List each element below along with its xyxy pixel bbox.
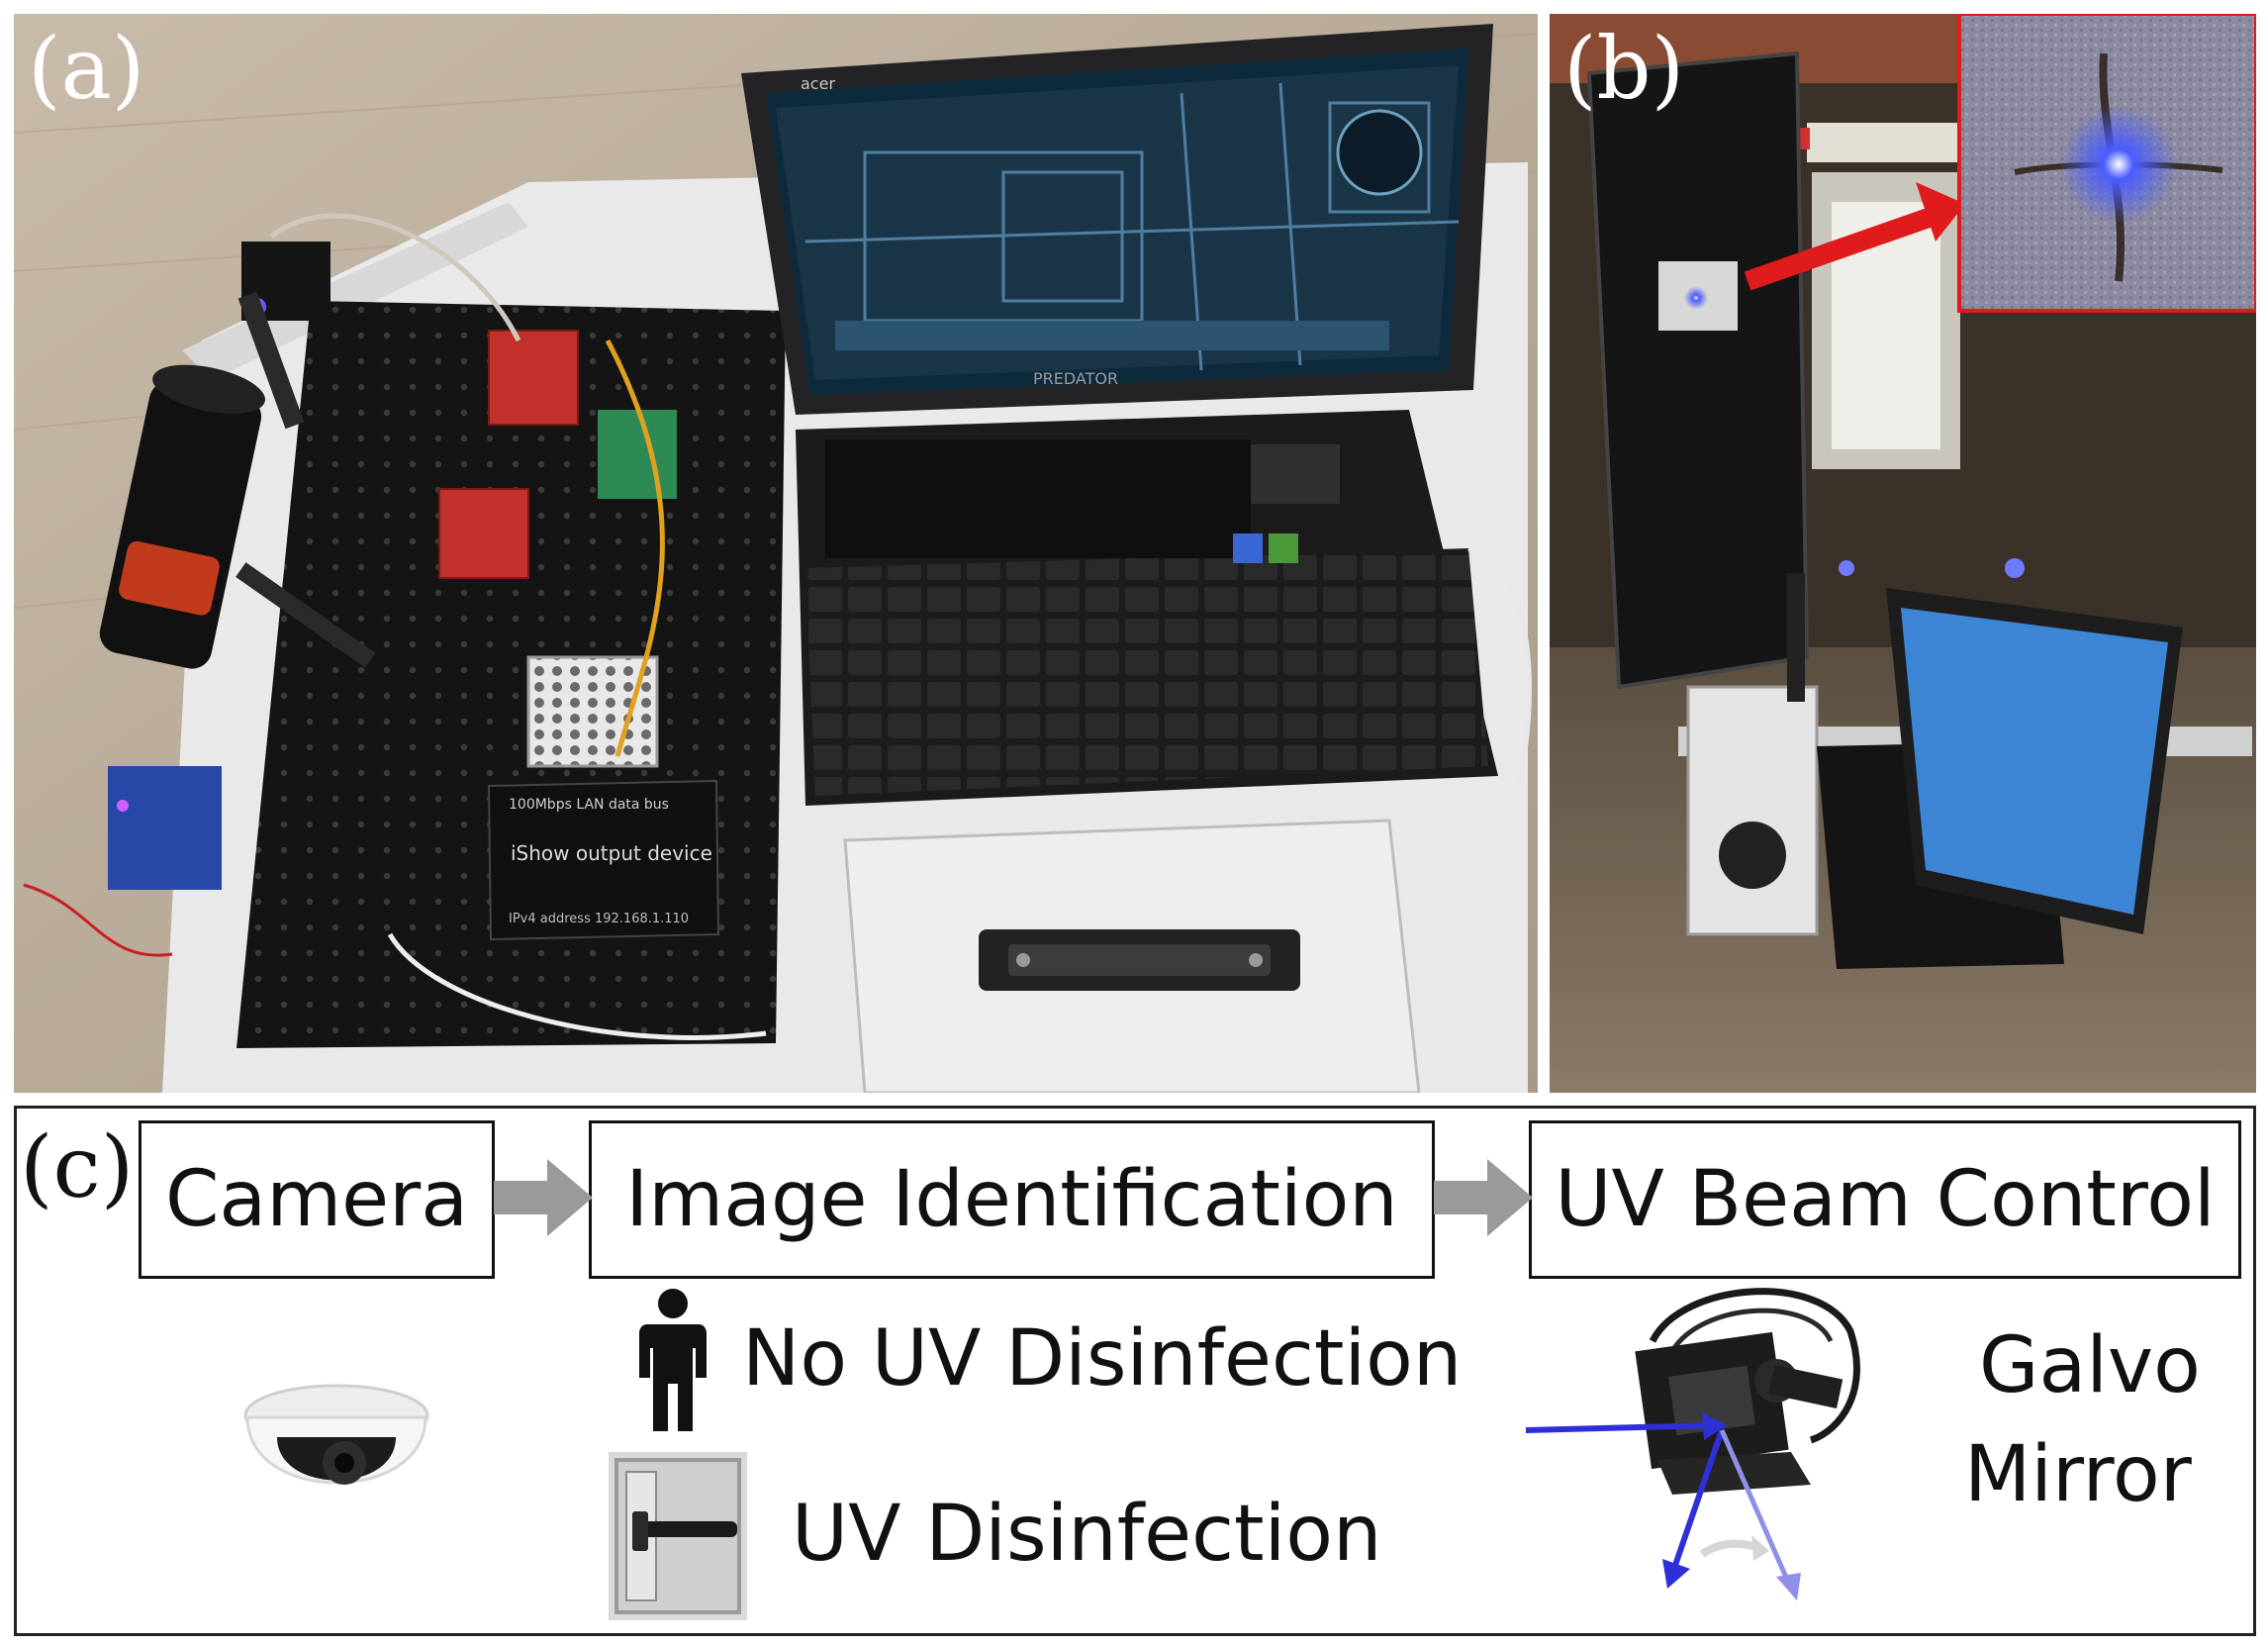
laptop-model: PREDATOR xyxy=(1033,369,1118,388)
lab-setup-photo: acer PREDATOR 100Mbps LAN data bus iShow… xyxy=(14,14,1538,1093)
camera-box: Camera xyxy=(139,1120,495,1279)
door-handle-thumbnail xyxy=(609,1452,747,1620)
panel-label-c: (c) xyxy=(20,1118,135,1217)
no-uv-disinfection-label: No UV Disinfection xyxy=(742,1314,1463,1404)
photo-panel-b: (b) xyxy=(1550,14,2256,1093)
person-icon xyxy=(639,1289,707,1431)
panel-label-b: (b) xyxy=(1563,20,1685,119)
dome-camera-icon xyxy=(243,1384,429,1485)
camera-box-label: Camera xyxy=(164,1155,469,1244)
laptop-brand: acer xyxy=(801,74,835,93)
uv-disinfection-label: UV Disinfection xyxy=(792,1490,1382,1579)
galvo-mirror-icon xyxy=(1525,1288,1860,1600)
galvo-label: Galvo xyxy=(1979,1321,2201,1410)
room-setup-photo xyxy=(1550,14,2256,1093)
flow-arrow-1 xyxy=(494,1159,593,1236)
panel-label-a: (a) xyxy=(28,20,145,119)
device-ip-label: IPv4 address 192.168.1.110 xyxy=(509,912,689,926)
flow-arrow-2 xyxy=(1434,1159,1533,1236)
photo-panel-a: acer PREDATOR 100Mbps LAN data bus iShow… xyxy=(14,14,1538,1093)
image-identification-box: Image Identification xyxy=(589,1120,1435,1279)
device-bus-label: 100Mbps LAN data bus xyxy=(509,797,669,813)
uv-beam-control-label: UV Beam Control xyxy=(1555,1155,2216,1244)
image-identification-label: Image Identification xyxy=(625,1155,1398,1244)
mirror-label: Mirror xyxy=(1964,1430,2192,1519)
device-name-label: iShow output device xyxy=(511,841,712,865)
uv-beam-control-box: UV Beam Control xyxy=(1529,1120,2241,1279)
